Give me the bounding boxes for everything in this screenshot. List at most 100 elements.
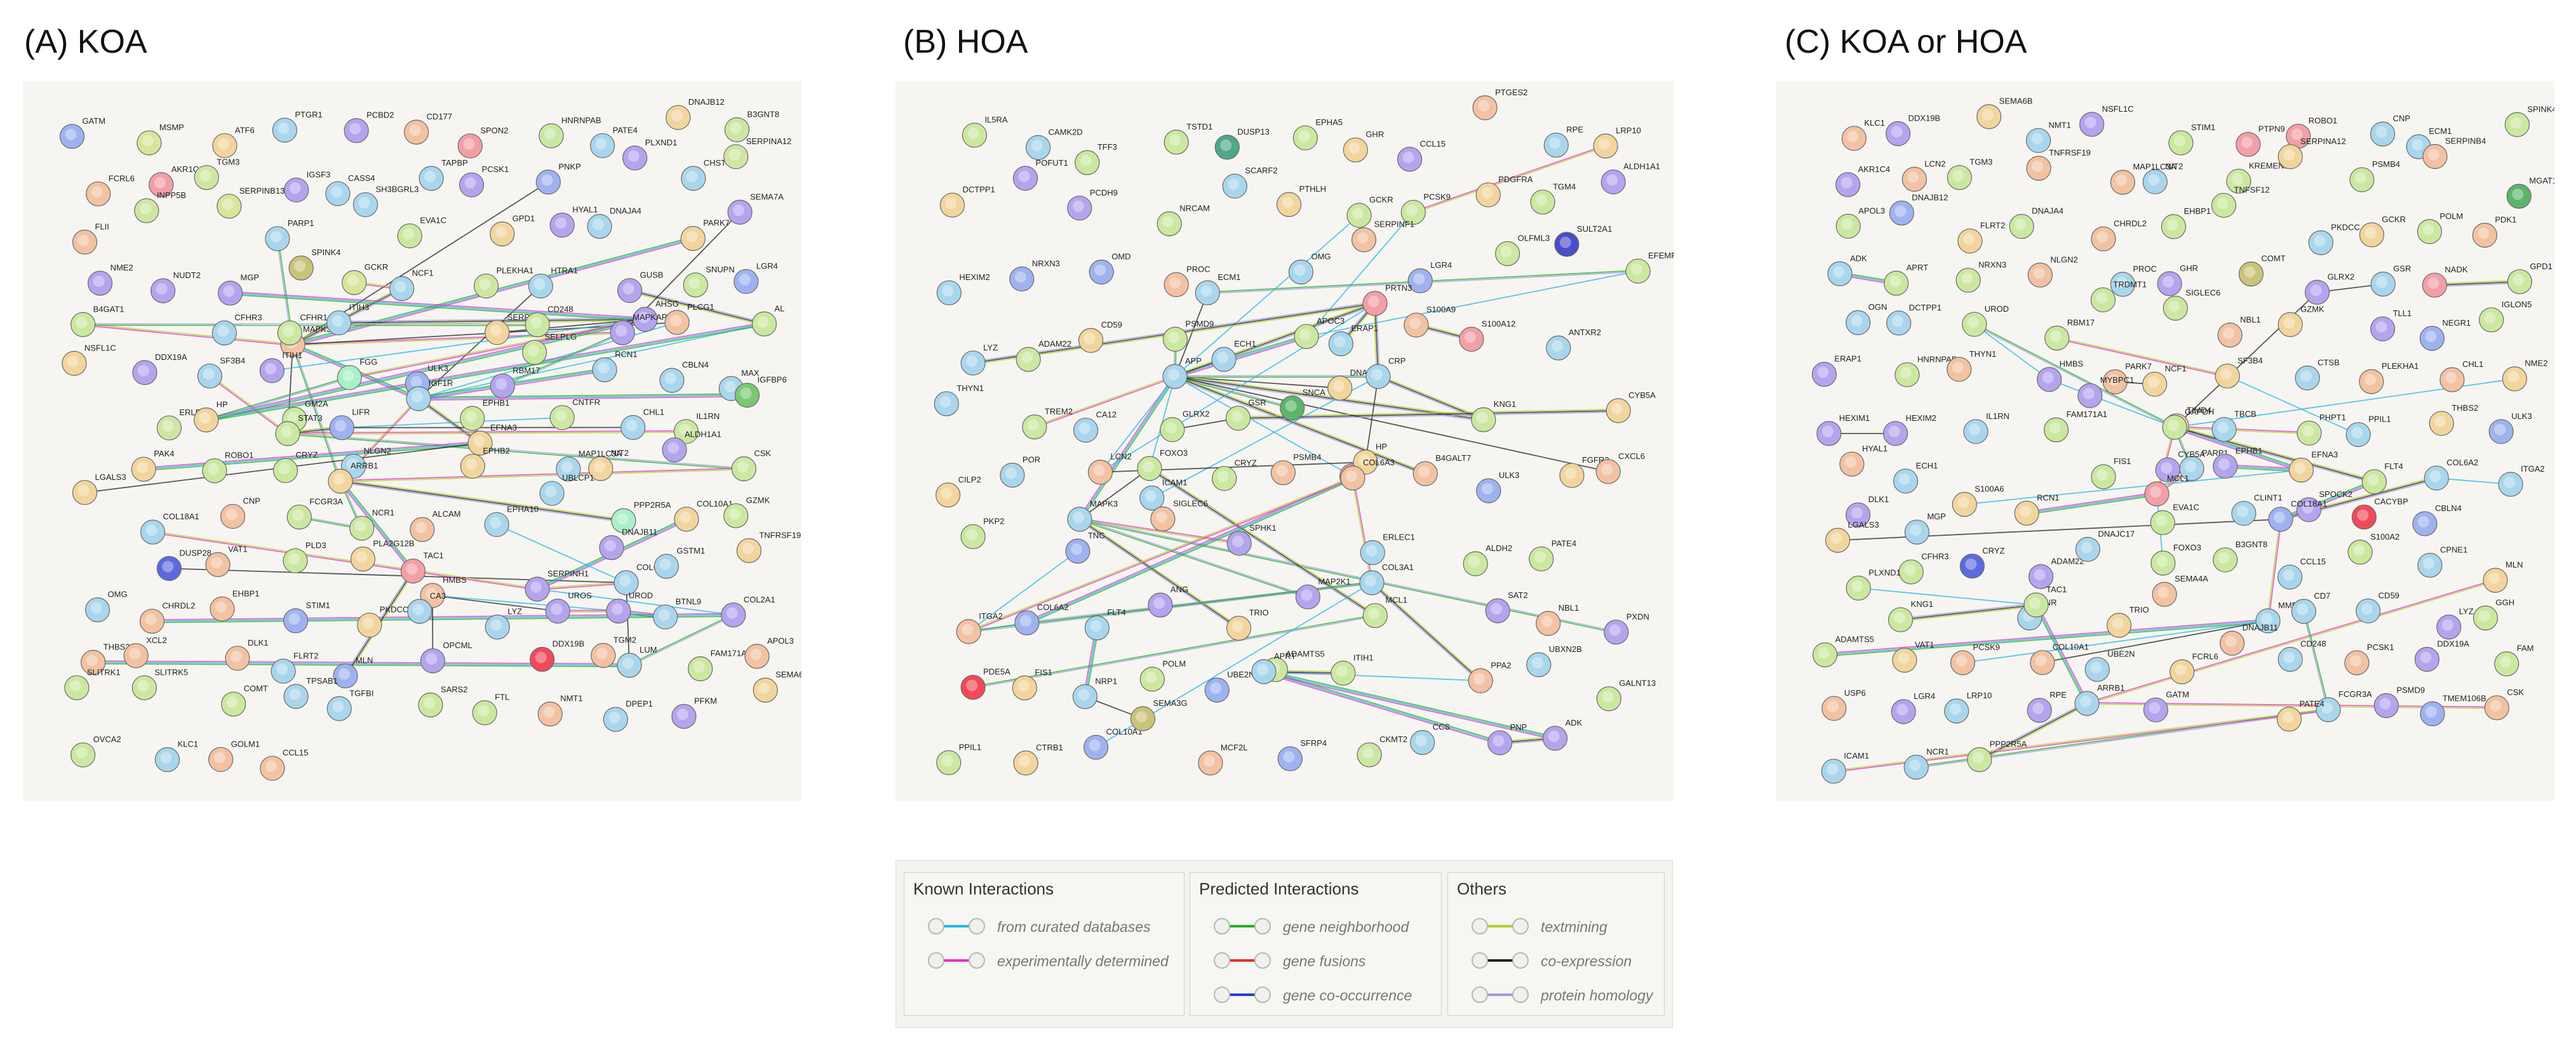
protein-node-circle[interactable] xyxy=(2344,650,2370,675)
protein-node[interactable]: PARK7 xyxy=(2102,361,2152,395)
protein-node[interactable]: PROC xyxy=(1164,264,1211,297)
protein-node-circle[interactable] xyxy=(2412,511,2438,536)
protein-node[interactable]: CHST4 xyxy=(681,158,731,191)
protein-node[interactable]: IL1RN xyxy=(673,411,720,444)
protein-node-circle[interactable] xyxy=(1407,268,1433,293)
protein-node[interactable]: SERPINF1 xyxy=(1351,220,1414,253)
protein-node-circle[interactable] xyxy=(484,512,509,537)
protein-node[interactable]: ALCAM xyxy=(410,509,461,542)
protein-node-circle[interactable] xyxy=(472,700,497,726)
protein-node[interactable]: PLXND1 xyxy=(622,138,678,171)
protein-node[interactable]: RPE xyxy=(1543,125,1583,158)
protein-node[interactable]: COL6A3 xyxy=(1340,458,1395,491)
protein-node-circle[interactable] xyxy=(1362,291,1388,316)
protein-node-circle[interactable] xyxy=(328,468,353,494)
protein-node[interactable]: SLITRK5 xyxy=(131,667,188,701)
protein-node[interactable]: GLRX2 xyxy=(1160,409,1210,442)
protein-node-circle[interactable] xyxy=(1893,468,1919,494)
protein-node[interactable]: MAP1LC3A xyxy=(556,449,622,482)
protein-node-circle[interactable] xyxy=(272,458,299,483)
protein-node[interactable]: SF3B4 xyxy=(2215,355,2263,389)
protein-node-circle[interactable] xyxy=(1536,611,1561,636)
protein-node-circle[interactable] xyxy=(1487,730,1513,755)
protein-node[interactable]: S100A12 xyxy=(1459,319,1516,352)
protein-node[interactable]: THYN1 xyxy=(934,383,984,416)
protein-node[interactable]: MYBPC1 xyxy=(2077,375,2134,408)
protein-node[interactable]: OLFML3 xyxy=(1495,234,1550,267)
protein-node[interactable]: LGR4 xyxy=(734,261,778,295)
protein-node-circle[interactable] xyxy=(1195,280,1220,305)
protein-node-circle[interactable] xyxy=(131,675,157,701)
protein-node-circle[interactable] xyxy=(485,615,510,640)
protein-node[interactable]: ITGA2 xyxy=(956,611,1003,644)
protein-node-circle[interactable] xyxy=(326,310,352,336)
protein-node-circle[interactable] xyxy=(283,684,309,709)
protein-node-circle[interactable] xyxy=(2359,369,2384,394)
protein-node[interactable]: OMD xyxy=(1089,251,1131,285)
protein-node-circle[interactable] xyxy=(610,320,635,345)
protein-node-circle[interactable] xyxy=(736,538,761,563)
protein-node[interactable]: FLRT2 xyxy=(1957,221,2006,254)
protein-node[interactable]: DNAJA4 xyxy=(2009,206,2063,239)
protein-node[interactable]: DPEP1 xyxy=(603,699,653,732)
protein-node[interactable]: SEMA7A xyxy=(727,192,784,225)
protein-node[interactable]: CILP2 xyxy=(936,475,981,508)
protein-node[interactable]: ARRB1 xyxy=(2074,683,2124,716)
protein-node-circle[interactable] xyxy=(2090,287,2116,312)
protein-node[interactable]: FAM171A1 xyxy=(2043,409,2107,442)
protein-node-circle[interactable] xyxy=(2091,464,2116,489)
protein-node-circle[interactable] xyxy=(671,703,697,729)
protein-node[interactable]: CA12 xyxy=(1073,410,1117,443)
protein-node[interactable]: ERAP1 xyxy=(1811,354,1862,387)
protein-node-circle[interactable] xyxy=(2106,613,2132,638)
protein-node-circle[interactable] xyxy=(2043,417,2069,442)
protein-node-circle[interactable] xyxy=(1000,462,1025,488)
protein-node-circle[interactable] xyxy=(333,663,358,689)
protein-node-circle[interactable] xyxy=(150,278,176,303)
protein-node-circle[interactable] xyxy=(1014,610,1040,635)
protein-node[interactable]: SCARF2 xyxy=(1222,166,1278,199)
protein-node[interactable]: GPD1 xyxy=(490,214,535,247)
protein-node[interactable]: TAC1 xyxy=(400,551,444,584)
protein-node[interactable]: POFUT1 xyxy=(1012,158,1068,191)
protein-node-circle[interactable] xyxy=(2373,693,2399,719)
protein-node-circle[interactable] xyxy=(59,124,85,149)
protein-node[interactable]: DNAJC17 xyxy=(2075,529,2135,562)
protein-node[interactable]: ECH1 xyxy=(1211,339,1256,372)
protein-node[interactable]: APOC3 xyxy=(1294,316,1345,349)
protein-node[interactable]: VAT1 xyxy=(1892,640,1935,673)
protein-node-circle[interactable] xyxy=(2215,363,2240,389)
protein-node-circle[interactable] xyxy=(134,198,159,223)
protein-node[interactable]: HYAL1 xyxy=(549,205,598,238)
protein-node-circle[interactable] xyxy=(2236,131,2261,157)
protein-node-circle[interactable] xyxy=(1327,375,1353,401)
protein-node[interactable]: ULK3 xyxy=(2488,411,2532,444)
protein-node[interactable]: PKDCC xyxy=(2308,222,2360,255)
protein-node-circle[interactable] xyxy=(2143,697,2168,722)
protein-node[interactable]: RCN1 xyxy=(2014,493,2060,526)
protein-node[interactable]: DDX19B xyxy=(1885,113,1941,147)
protein-node[interactable]: FGFR3 xyxy=(1559,455,1609,488)
protein-node-circle[interactable] xyxy=(1162,326,1188,352)
protein-node-circle[interactable] xyxy=(2484,695,2509,721)
protein-node[interactable]: SPOCK2 xyxy=(2296,489,2352,522)
protein-node[interactable]: NBL1 xyxy=(2217,315,2261,348)
protein-node-circle[interactable] xyxy=(2361,469,2387,495)
protein-node[interactable]: EPHA10 xyxy=(484,504,539,537)
protein-node-circle[interactable] xyxy=(1328,331,1353,357)
protein-node[interactable]: UBE2N xyxy=(2084,649,2135,682)
protein-node[interactable]: CFHR1 xyxy=(277,312,328,346)
protein-node[interactable]: SIGLEC6 xyxy=(1150,498,1208,531)
protein-node[interactable]: PARP1 xyxy=(265,218,314,251)
protein-node-circle[interactable] xyxy=(751,311,777,336)
protein-node-circle[interactable] xyxy=(1078,328,1104,353)
protein-node[interactable]: UBXN2B xyxy=(1526,644,1582,677)
protein-node-circle[interactable] xyxy=(2502,366,2527,392)
protein-node-circle[interactable] xyxy=(457,133,483,159)
protein-node[interactable]: DNAJB12 xyxy=(666,97,725,130)
protein-node-circle[interactable] xyxy=(1904,519,1929,545)
protein-node-circle[interactable] xyxy=(2030,650,2055,675)
protein-node[interactable]: NCR1 xyxy=(349,508,394,541)
protein-node[interactable]: ROBO1 xyxy=(202,451,254,484)
protein-node[interactable]: B3GNT8 xyxy=(724,109,779,142)
